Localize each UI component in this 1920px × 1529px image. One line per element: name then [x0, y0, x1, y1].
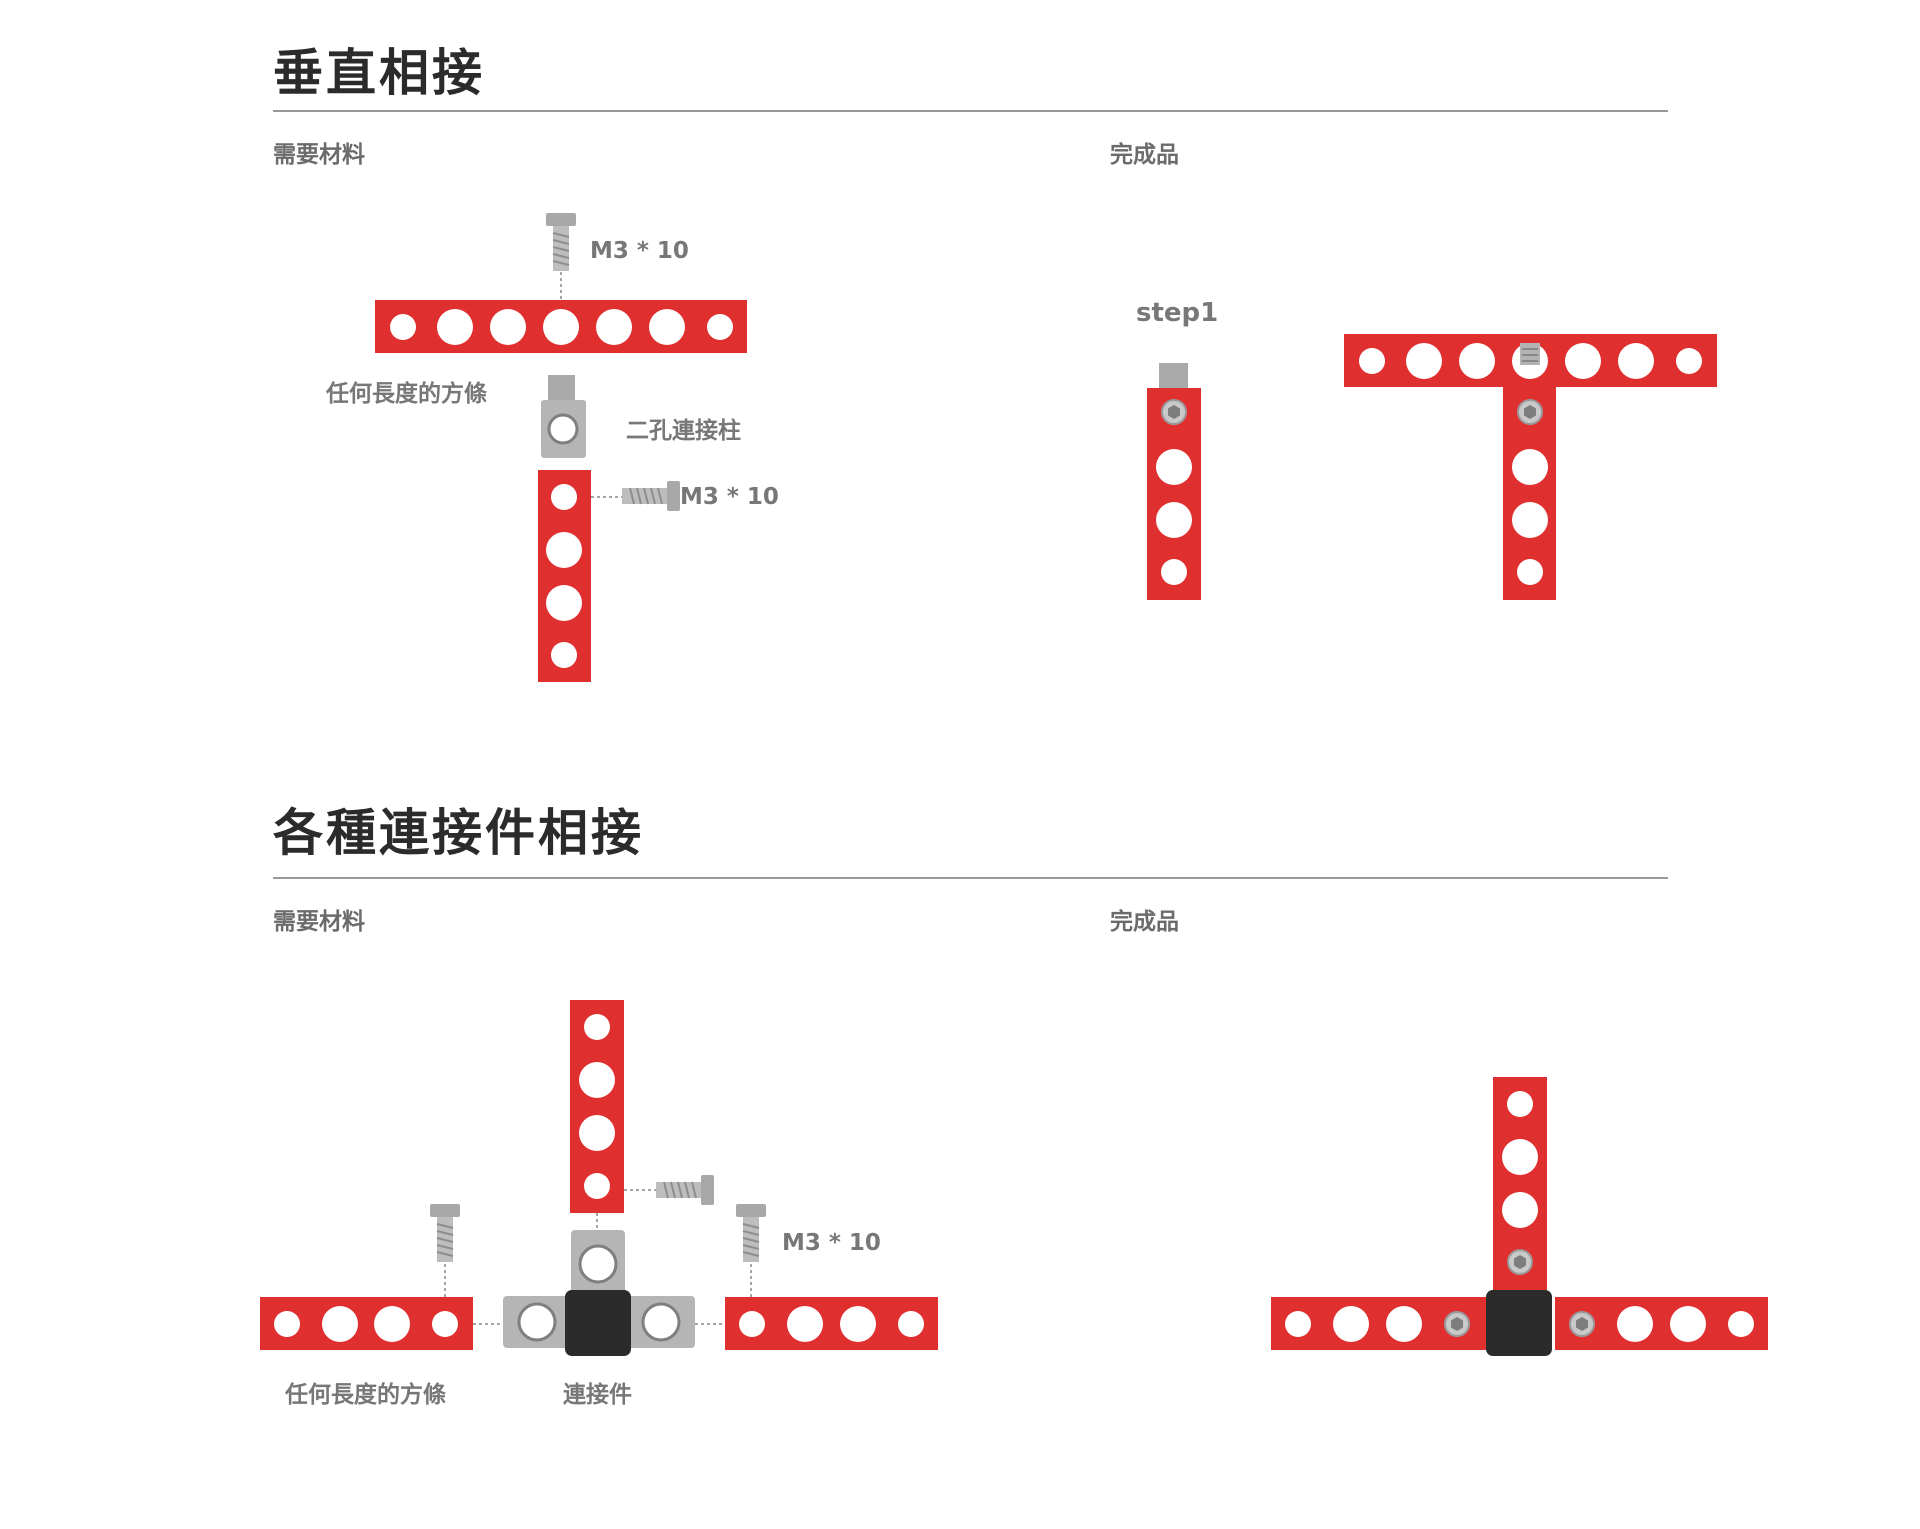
hex-bolt-icon — [545, 212, 577, 272]
connector-icon — [503, 1230, 695, 1356]
materials-heading: 需要材料 — [273, 909, 365, 935]
hex-bolt-icon — [621, 480, 681, 512]
step1-assembly — [1147, 363, 1201, 600]
horizontal-beam — [375, 300, 747, 353]
section-title-vertical: 垂直相接 — [273, 44, 485, 102]
hex-bolt-icon — [735, 1203, 767, 1263]
left-beam — [260, 1297, 473, 1350]
screw-label: M3 * 10 — [680, 484, 779, 510]
standoff-icon — [541, 375, 586, 458]
section-divider — [273, 110, 1668, 112]
section-title-connectors: 各種連接件相接 — [273, 804, 644, 862]
right-beam — [725, 1297, 938, 1350]
section-divider — [273, 877, 1668, 879]
result-heading: 完成品 — [1110, 142, 1179, 168]
beam-label: 任何長度的方條 — [326, 381, 487, 407]
result-heading: 完成品 — [1110, 909, 1179, 935]
screw-label: M3 * 10 — [782, 1230, 881, 1256]
step-label: step1 — [1136, 298, 1219, 328]
materials-heading: 需要材料 — [273, 142, 365, 168]
vertical-beam — [538, 470, 591, 682]
connector-assembly-result — [1271, 1077, 1768, 1356]
standoff-label: 二孔連接柱 — [626, 418, 741, 444]
connector-label: 連接件 — [563, 1382, 632, 1408]
hex-bolt-icon — [655, 1174, 715, 1206]
vertical-beam — [570, 1000, 624, 1213]
hex-bolt-icon — [429, 1203, 461, 1263]
beam-label: 任何長度的方條 — [285, 1382, 446, 1408]
t-joint-result — [1344, 334, 1717, 600]
screw-label: M3 * 10 — [590, 238, 689, 264]
